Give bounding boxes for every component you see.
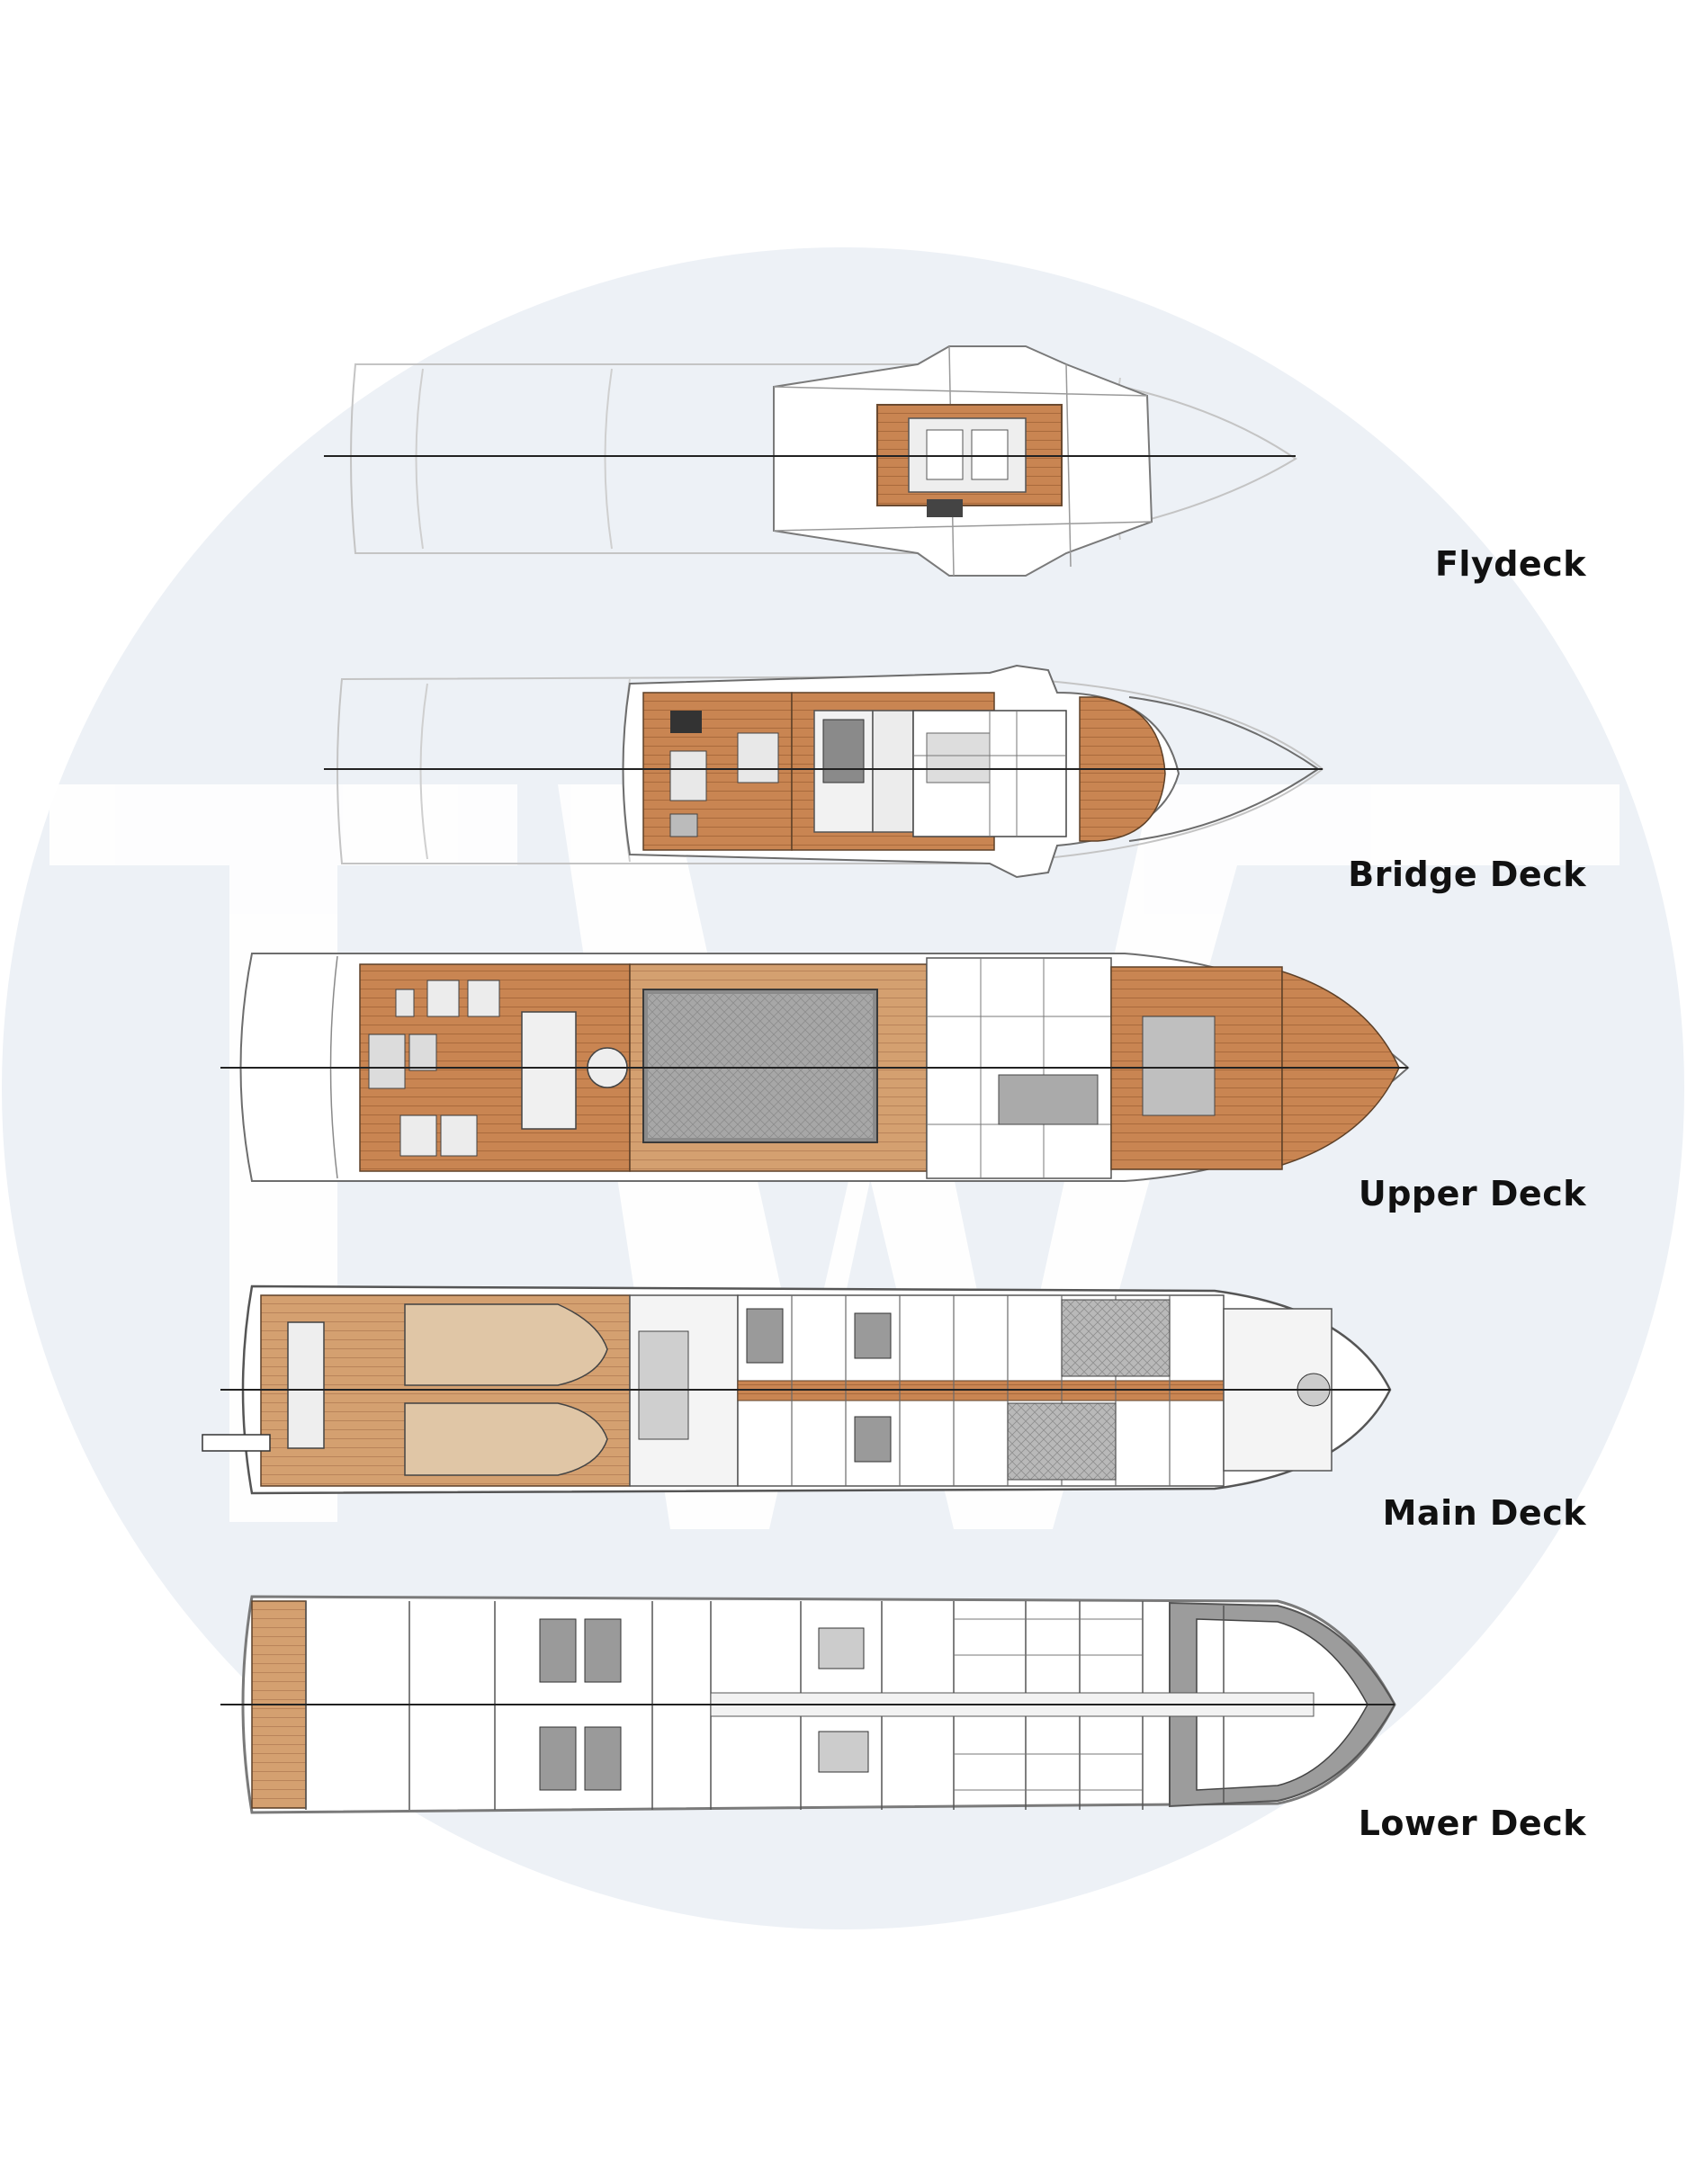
deck-label-main-deck: Main Deck — [1382, 1493, 1586, 1533]
deck-label-upper-deck: Upper Deck — [1358, 1174, 1586, 1213]
upper-deck-plan — [220, 953, 1410, 1182]
deck-label-bridge-deck: Bridge Deck — [1348, 855, 1586, 894]
lower-deck-plan — [220, 1595, 1396, 1814]
bridge-deck-plan — [324, 664, 1324, 879]
deck-label-flydeck: Flydeck — [1434, 544, 1586, 584]
flydeck-plan — [324, 345, 1297, 577]
bridge-deck-hull-outline — [337, 675, 1324, 864]
deck-label-lower-deck: Lower Deck — [1358, 1804, 1586, 1843]
main-deck-plan — [202, 1284, 1392, 1495]
